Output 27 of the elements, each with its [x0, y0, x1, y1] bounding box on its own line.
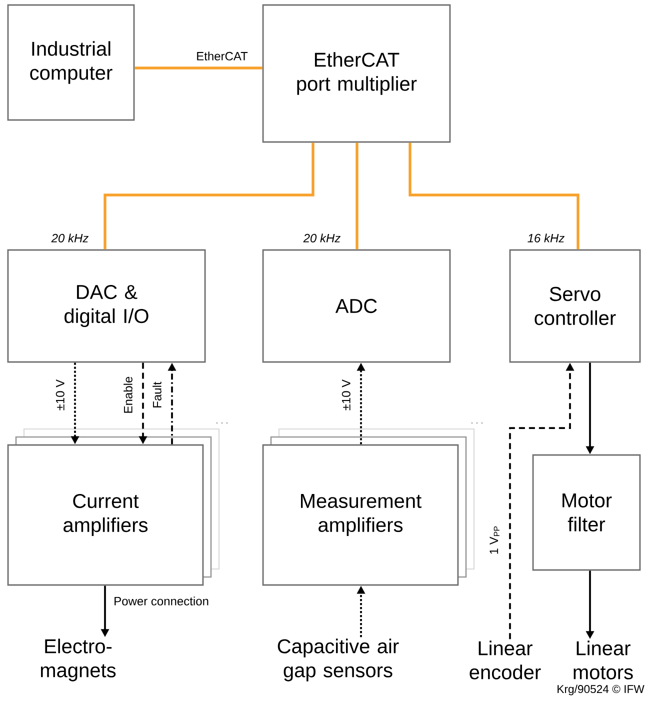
- block-box: Measurement amplifiers: [262, 444, 459, 586]
- rate-label: 20 kHz: [303, 234, 340, 242]
- edge-label: ±10 V: [54, 378, 66, 412]
- block-box: Motor filter: [532, 454, 641, 571]
- endpoint-label: Linear motors: [574, 640, 633, 680]
- credit-note: Krg/90524 © IFW: [558, 684, 644, 696]
- endpoint-label: Capacitive air gap sensors: [278, 638, 399, 682]
- connector: [408, 142, 580, 250]
- block-box: ADC: [262, 249, 451, 363]
- rate-label: 20 kHz: [51, 234, 88, 242]
- edge-label: Enable: [122, 375, 134, 416]
- edge-label: EtherCAT: [194, 50, 250, 62]
- rate-label: 16 kHz: [528, 234, 564, 242]
- block-box: Current amplifiers: [7, 444, 204, 586]
- connector: [356, 142, 358, 250]
- edge-label: 1 V$_{PP}$: [488, 524, 501, 556]
- endpoint-label: Linear encoder: [470, 640, 541, 680]
- endpoint-label: Electro-magnets: [40, 638, 116, 682]
- block-box: DAC & digital I/O: [7, 249, 206, 363]
- connector: [134, 66, 262, 70]
- block-box: Servo controller: [509, 249, 641, 363]
- connector: [104, 142, 314, 250]
- block-box: Industrial computer: [7, 4, 135, 121]
- edge-label: Fault: [151, 380, 163, 410]
- edge-label: Power connection: [112, 595, 210, 607]
- block-box: EtherCAT port multiplier: [262, 4, 451, 143]
- edge-label: ±10 V: [340, 378, 352, 412]
